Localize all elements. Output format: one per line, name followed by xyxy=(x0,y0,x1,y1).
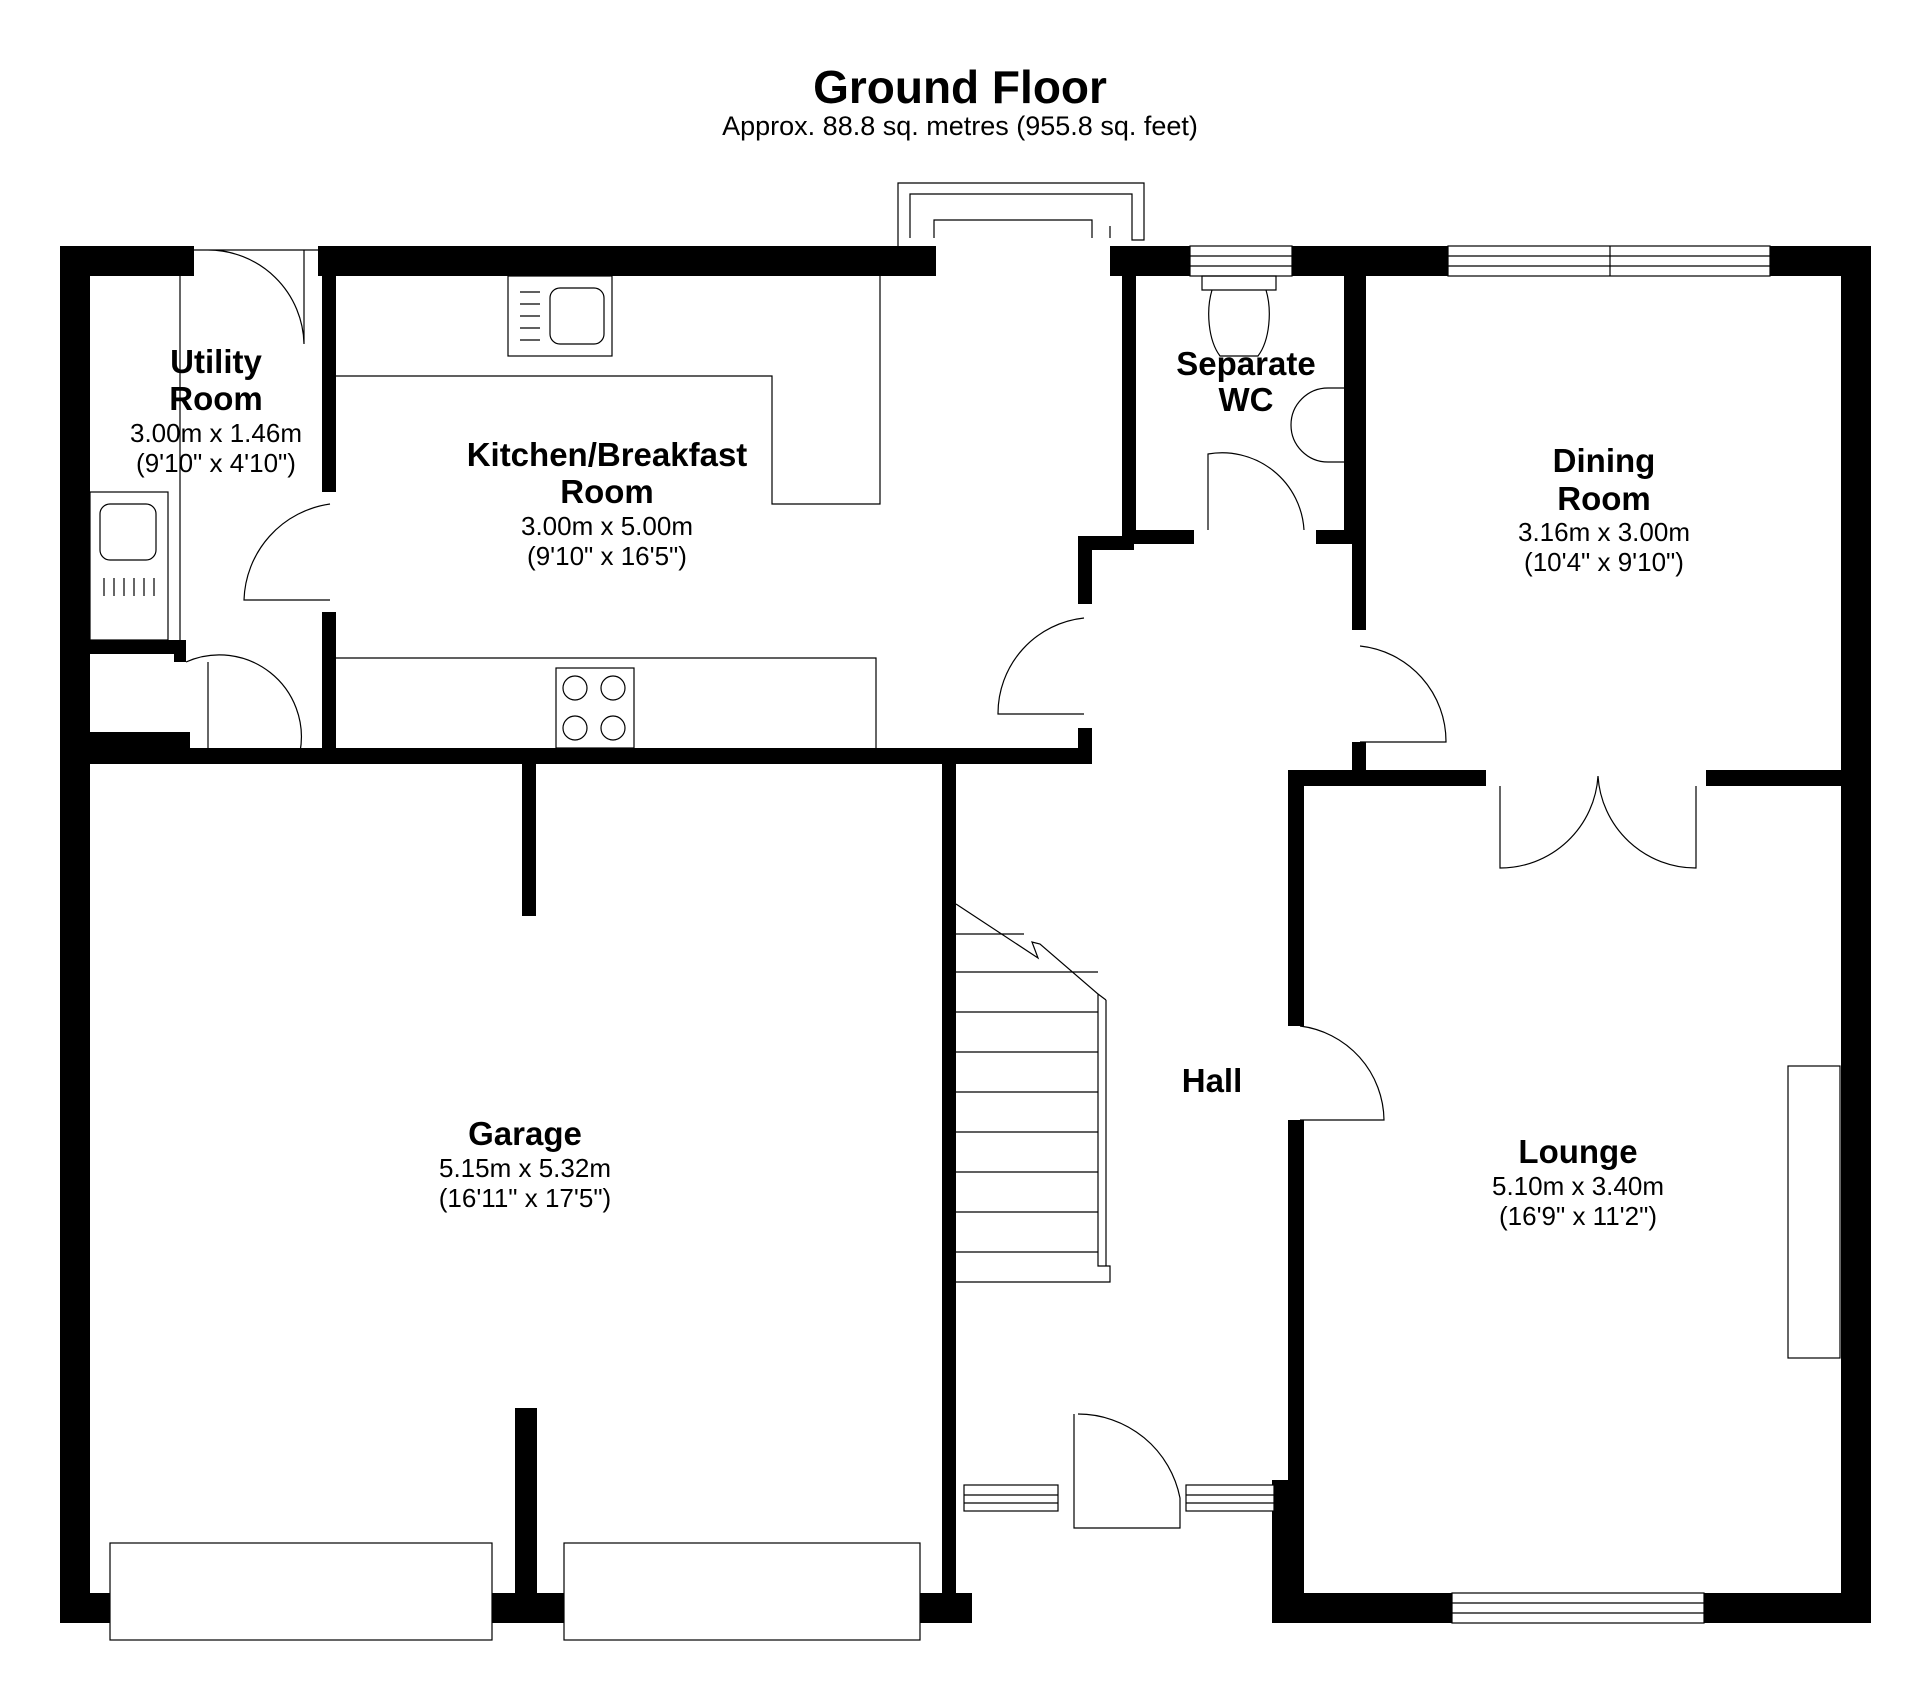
wc-basin xyxy=(1290,387,1352,463)
garage-imperial: (16'11" x 17'5") xyxy=(439,1183,611,1213)
utility-sink xyxy=(89,491,169,641)
lounge-imperial: (16'9" x 11'2") xyxy=(1499,1201,1657,1231)
doors xyxy=(185,249,1697,1529)
dining-name-1: Dining xyxy=(1553,442,1656,479)
dining-imperial: (10'4" x 9'10") xyxy=(1524,547,1684,577)
staircase xyxy=(955,903,1111,1283)
garage-doors xyxy=(109,1542,921,1641)
kitchen-metric: 3.00m x 5.00m xyxy=(521,511,693,541)
hall-name: Hall xyxy=(1182,1062,1243,1099)
interior-walls xyxy=(90,270,1842,1623)
kitchen-imperial: (9'10" x 16'5") xyxy=(527,541,687,571)
utility-name-2: Room xyxy=(169,380,263,417)
garage-name: Garage xyxy=(468,1115,582,1152)
plan-subtitle: Approx. 88.8 sq. metres (955.8 sq. feet) xyxy=(722,111,1198,141)
kitchen-name-1: Kitchen/Breakfast xyxy=(467,436,748,473)
wc-name-1: Separate xyxy=(1176,345,1315,382)
lounge-name: Lounge xyxy=(1518,1133,1637,1170)
hob xyxy=(555,667,635,749)
dining-metric: 3.16m x 3.00m xyxy=(1518,517,1690,547)
lounge-metric: 5.10m x 3.40m xyxy=(1492,1171,1664,1201)
garage-metric: 5.15m x 5.32m xyxy=(439,1153,611,1183)
kitchen-name-2: Room xyxy=(560,473,654,510)
utility-imperial: (9'10" x 4'10") xyxy=(136,448,296,478)
windows xyxy=(897,182,1841,1624)
dining-name-2: Room xyxy=(1557,480,1651,517)
utility-name-1: Utility xyxy=(170,343,262,380)
wc-name-2: WC xyxy=(1219,381,1274,418)
exterior-walls xyxy=(60,246,1871,1623)
plan-title: Ground Floor xyxy=(813,61,1107,113)
toilet-cistern xyxy=(1201,275,1277,291)
room-labels: Utility Room 3.00m x 1.46m (9'10" x 4'10… xyxy=(130,343,1690,1231)
fixtures xyxy=(89,275,1352,1283)
utility-metric: 3.00m x 1.46m xyxy=(130,418,302,448)
